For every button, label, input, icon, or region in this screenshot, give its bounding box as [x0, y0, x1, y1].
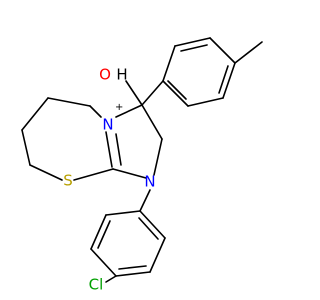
- tolyl-ring-6: [162, 80, 189, 107]
- tolyl-ring-2: [174, 37, 211, 47]
- positive-charge-label: +: [115, 102, 123, 113]
- bond-ch2-c-ch2-s: [21, 129, 31, 166]
- bond-nplus-c-double-1: [105, 131, 113, 168]
- clph-ring-3: [90, 248, 117, 277]
- tolyl-ring-1: [162, 45, 176, 82]
- tolyl-double-2: [218, 65, 229, 94]
- tolyl-ring-3: [209, 37, 236, 64]
- tolyl-ring-5: [187, 97, 224, 107]
- bonds: [21, 37, 263, 283]
- bond-n-aryl: [139, 189, 151, 212]
- amine-nitrogen-label: N: [144, 173, 155, 191]
- chemical-structure-diagram: O H N + S N Cl: [21, 37, 263, 294]
- bond-s-c: [73, 168, 114, 181]
- clph-ring-5: [149, 237, 166, 273]
- bond-ch2-nplus: [89, 105, 102, 118]
- chlorine-label: Cl: [89, 276, 104, 294]
- clph-ring-6: [139, 210, 166, 239]
- tolyl-double-1: [180, 44, 208, 52]
- bond-cl: [105, 275, 117, 283]
- hydroxyl-oxygen-label: O: [99, 66, 111, 84]
- atom-labels: O H N + S N Cl: [63, 66, 155, 294]
- bond-c-n: [112, 168, 147, 179]
- bond-methyl: [234, 41, 263, 64]
- clph-double-2: [118, 265, 147, 270]
- bond-cq-tolyl: [141, 80, 164, 106]
- clph-ring-4: [115, 271, 151, 277]
- sulfur-label: S: [63, 172, 73, 190]
- iminium-nitrogen-label: N: [102, 116, 113, 134]
- bond-cq-o: [125, 80, 143, 106]
- clph-ring-1: [105, 210, 141, 216]
- bond-ch2-s: [29, 164, 63, 181]
- clph-ring-2: [90, 214, 107, 250]
- bond-cq-nplus: [115, 104, 143, 118]
- tolyl-ring-4: [222, 62, 236, 99]
- clph-double-3: [138, 217, 159, 240]
- bond-ch2-a-ch2-c: [21, 97, 49, 131]
- structure-canvas: O H N + S N Cl: [21, 37, 263, 294]
- bond-ch2-a-ch2-b: [47, 97, 91, 107]
- clph-double-1: [97, 220, 111, 249]
- bond-nplus-c-double-2: [115, 133, 122, 166]
- tolyl-double-3: [167, 80, 187, 100]
- bond-ch2-cq: [141, 104, 163, 140]
- hydroxyl-hydrogen-label: H: [116, 66, 127, 84]
- bond-n-ch2: [153, 138, 163, 176]
